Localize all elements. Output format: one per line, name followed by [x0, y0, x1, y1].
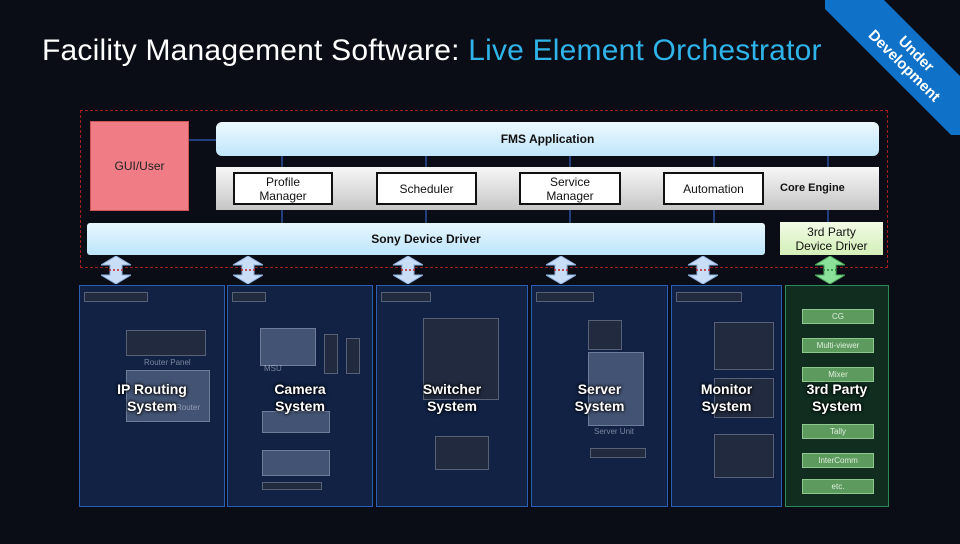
software-frame [80, 110, 888, 268]
double-arrow-icon [393, 256, 423, 284]
server-unit-label: Server Unit [594, 427, 635, 436]
switcher-line1: Switcher [422, 381, 482, 397]
tally-item: Tally [802, 424, 874, 439]
monitor-line1: Monitor [700, 381, 753, 397]
camera-line2: System [275, 398, 325, 414]
gui-user-box: GUI/User [90, 121, 189, 211]
ip-routing-line1: IP Routing [117, 381, 187, 397]
monitor-line2: System [701, 398, 752, 414]
switcher-panel-icon [423, 318, 499, 400]
server-line1: Server [577, 381, 622, 397]
camera-icon [262, 450, 330, 476]
scheduler-box: Scheduler [376, 172, 477, 205]
camera-icon [262, 411, 330, 433]
fms-application-bar: FMS Application [216, 122, 879, 156]
double-arrow-icon [101, 256, 131, 284]
router-icon [126, 370, 210, 422]
ip-routing-line2: System [127, 398, 177, 414]
multi-viewer-item: Multi-viewer [802, 338, 874, 353]
double-arrow-icon [688, 256, 718, 284]
rcp-icon [324, 334, 338, 374]
title-accent: Live Element Orchestrator [468, 34, 822, 67]
scheduler-label: Scheduler [399, 181, 454, 196]
third-party-line1: 3rd Party [806, 381, 868, 397]
service-manager-line2: Manager [546, 188, 594, 203]
automation-box: Automation [663, 172, 764, 205]
monitor-icon [714, 434, 774, 478]
rcp-icon [346, 338, 360, 374]
switcher-line2: System [427, 398, 477, 414]
profile-manager-line2: Manager [259, 188, 307, 203]
router-label: Router [176, 403, 201, 412]
core-engine-label: Core Engine [780, 182, 845, 194]
device-icon [232, 292, 266, 302]
service-manager-line1: Service [549, 174, 590, 189]
profile-manager-line1: Profile [265, 174, 300, 189]
monitor-icon [714, 322, 774, 370]
third-party-line2: System [812, 398, 862, 414]
third-party-driver-line1: 3rd Party [807, 224, 856, 239]
server-unit-icon [588, 352, 644, 426]
double-arrow-icon [815, 256, 845, 284]
cg-item: CG [802, 309, 874, 324]
msu-icon [260, 328, 316, 366]
etc-item: etc. [802, 479, 874, 494]
third-party-driver-line2: Device Driver [795, 238, 868, 253]
device-icon [536, 292, 594, 302]
msu-label: MSU [264, 364, 282, 373]
controller-icon [588, 320, 622, 350]
third-party-system-panel: CG Multi-viewer Mixer Tally InterComm et… [785, 285, 889, 507]
title-main: Facility Management Software: [42, 34, 460, 67]
page-title: Facility Management Software: Live Eleme… [42, 34, 822, 68]
device-icon [84, 292, 148, 302]
double-arrow-icon [233, 256, 263, 284]
automation-label: Automation [683, 181, 744, 196]
device-icon [676, 292, 742, 302]
ccu-icon [262, 482, 322, 490]
switcher-unit-icon [435, 436, 489, 470]
monitor-icon [714, 378, 774, 418]
mixer-item: Mixer [802, 367, 874, 382]
sony-device-driver-bar: Sony Device Driver [87, 223, 765, 255]
device-icon [381, 292, 431, 302]
router-panel-label: Router Panel [144, 358, 191, 367]
double-arrow-icon [546, 256, 576, 284]
device-icon [590, 448, 646, 458]
server-line2: System [574, 398, 625, 414]
intercomm-item: InterComm [802, 453, 874, 468]
camera-line1: Camera [274, 381, 326, 397]
router-panel-icon [126, 330, 206, 356]
